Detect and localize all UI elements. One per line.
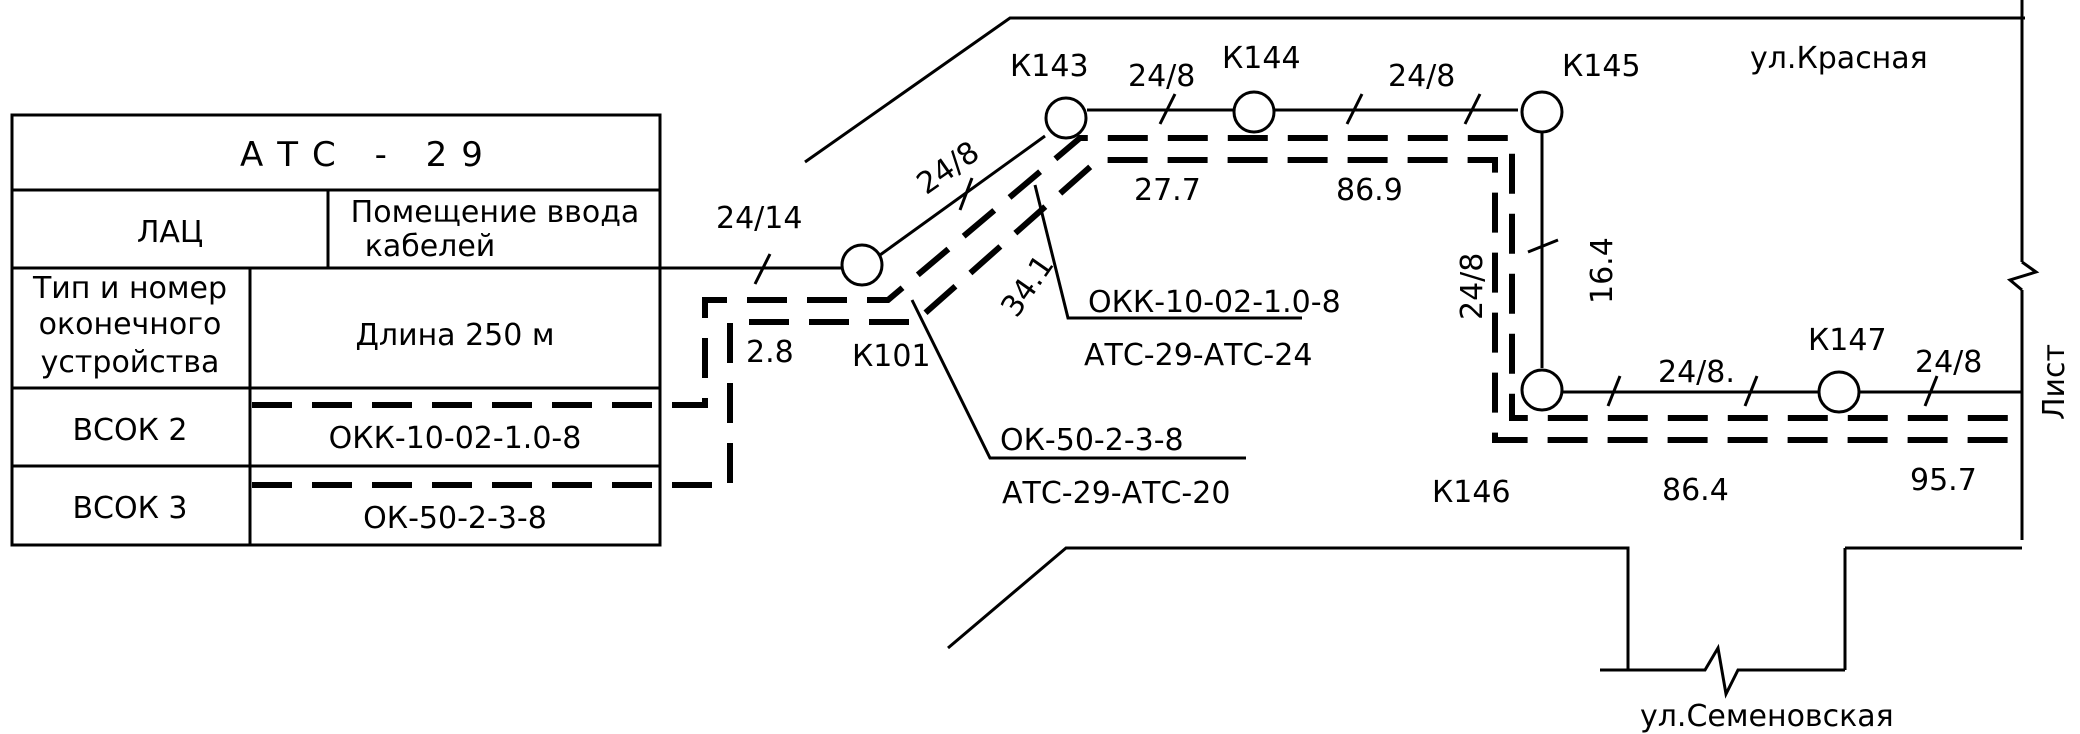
duct-label-3: 24/8 bbox=[1128, 59, 1195, 94]
duct-ticks bbox=[753, 93, 1939, 407]
duct-label-5: 24/8 bbox=[1455, 253, 1490, 320]
cable1-route: АТС-29-АТС-24 bbox=[1084, 338, 1312, 373]
duct-label-6: 24/8. bbox=[1658, 355, 1735, 390]
well-k145 bbox=[1520, 90, 1564, 134]
duct-label-1: 24/14 bbox=[716, 201, 802, 236]
street-labels: ул.Красная ул.Семеновская bbox=[1640, 41, 1928, 734]
label-k144: К144 bbox=[1222, 41, 1301, 76]
terminal-type-line3: устройства bbox=[41, 345, 220, 380]
label-k146: К146 bbox=[1432, 475, 1511, 510]
label-k101: К101 bbox=[852, 339, 931, 374]
terminal-type-line1: Тип и номер bbox=[32, 271, 227, 306]
length-label-1: 2.8 bbox=[746, 335, 794, 370]
row1-name: ВСОК 2 bbox=[72, 413, 187, 448]
label-k147: К147 bbox=[1808, 323, 1887, 358]
terminal-type-line2: оконечного bbox=[39, 307, 222, 342]
ats-table: АТС - 29 ЛАЦ Помещение ввода кабелей Тип… bbox=[10, 113, 662, 547]
length-label-7: 95.7 bbox=[1910, 463, 1977, 498]
label-k145: К145 bbox=[1562, 49, 1641, 84]
cable-entry-line2: кабелей bbox=[365, 229, 496, 264]
well-k146 bbox=[1520, 368, 1564, 412]
cable-labels: ОКК-10-02-1.0-8 АТС-29-АТС-24 ОК-50-2-3-… bbox=[1000, 285, 1341, 511]
length-label-5: 16.4 bbox=[1585, 237, 1620, 304]
well-labels: К101 К143 К144 К145 К146 К147 bbox=[852, 41, 1887, 510]
length-label-6: 86.4 bbox=[1662, 473, 1729, 508]
row2-cable: ОК-50-2-3-8 bbox=[363, 501, 547, 536]
street-semenovskaya: ул.Семеновская bbox=[1640, 699, 1894, 734]
well-k143 bbox=[1044, 96, 1088, 140]
duct-label-7: 24/8 bbox=[1915, 345, 1982, 380]
cable1-type: ОКК-10-02-1.0-8 bbox=[1088, 285, 1341, 320]
wells bbox=[840, 90, 1861, 414]
length-label-2: 34.1 bbox=[994, 249, 1061, 324]
cable-entry-line1: Помещение ввода bbox=[351, 195, 640, 230]
sheet-label: Лист bbox=[2037, 344, 2072, 420]
length-label: Длина 250 м bbox=[355, 318, 554, 353]
table-title: АТС - 29 bbox=[240, 135, 497, 175]
well-k144 bbox=[1232, 90, 1276, 134]
cable-routes bbox=[252, 108, 2022, 488]
label-k143: К143 bbox=[1010, 49, 1089, 84]
duct-label-2: 24/8 bbox=[911, 135, 986, 202]
row1-cable: ОКК-10-02-1.0-8 bbox=[329, 421, 582, 456]
well-k101 bbox=[840, 243, 884, 287]
table-border bbox=[10, 113, 662, 547]
cable-leaders bbox=[910, 184, 1302, 460]
row2-name: ВСОК 3 bbox=[72, 491, 187, 526]
length-label-3: 27.7 bbox=[1134, 173, 1201, 208]
cable2-route: АТС-29-АТС-20 bbox=[1002, 476, 1230, 511]
well-k147 bbox=[1817, 370, 1861, 414]
length-label-4: 86.9 bbox=[1336, 173, 1403, 208]
street-red: ул.Красная bbox=[1750, 41, 1928, 76]
cable2-type: ОК-50-2-3-8 bbox=[1000, 423, 1184, 458]
lac-label: ЛАЦ bbox=[137, 215, 203, 250]
duct-label-4: 24/8 bbox=[1388, 59, 1455, 94]
street-outlines bbox=[804, 0, 2040, 699]
